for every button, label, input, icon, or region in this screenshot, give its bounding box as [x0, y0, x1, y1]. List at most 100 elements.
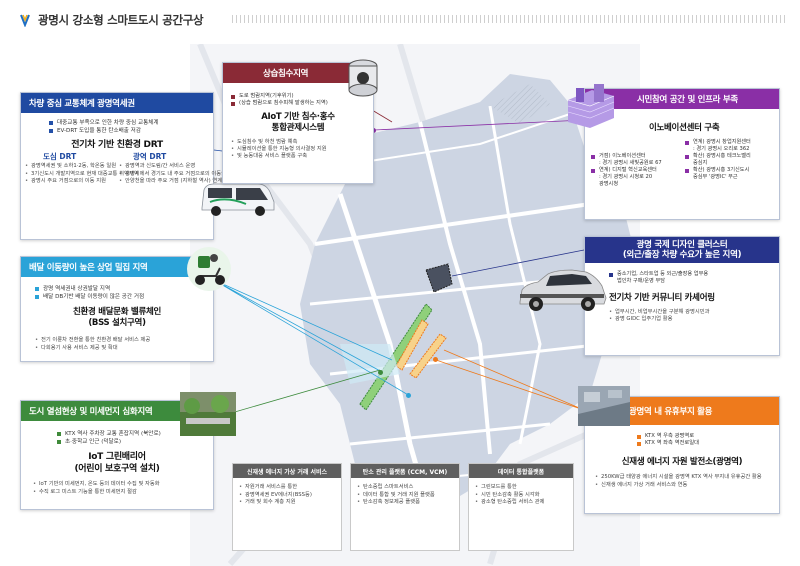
service-item: 광명역세권 EV에너지(BSS등) — [239, 492, 312, 500]
design-title: 전기차 기반 커뮤니티 카셰어링 — [609, 293, 715, 303]
service-item: 자원거래 서비스를 통한 — [239, 484, 312, 492]
flood-bullets: 도로 범람지역(기후위기) (상습 범람으로 침수피해 발생하는 지역) — [231, 93, 328, 107]
service-list: 탄소중립 스마트서비스 데이터 통합 및 거래 지원 플랫폼 탄소감축 정보제공… — [357, 484, 435, 507]
delivery-header: 배달 이동량이 높은 상업 밀집 지역 — [21, 257, 213, 277]
design-cluster-area — [425, 263, 453, 293]
station-title: 신재생 에너지 자원 발전소(광명역) — [621, 457, 743, 467]
service-box-carbon: 탄소 관리 플랫폼 (CCM, VCM) 탄소중립 스마트서비스 데이터 통합 … — [350, 463, 460, 551]
local-drt-item: 광명역세권 및 소하1·2동, 학온동 일원 — [25, 163, 116, 171]
delivery-box: 배달 이동량이 높은 상업 밀집 지역 광명 역세권내 상권발달 지역 배달 D… — [20, 256, 214, 362]
innovation-item: 광명시청 — [599, 181, 619, 187]
station-bullet: KTX 역 우측 광명역로 — [637, 433, 699, 440]
innovation-box: 시민참여 공간 및 인프라 부족 이노베이션센터 구축 거점) 이노베이션센터 … — [584, 88, 780, 220]
station-marker — [433, 357, 438, 362]
innovation-item: 확산) 광명시흥 3기신도시 — [685, 167, 751, 174]
flood-item: 시뮬레이션을 통한 지능형 의사결정 지원 — [231, 146, 327, 153]
design-header: 광명 국제 디자인 클러스터 (외근/출장 차량 수요가 높은 지역) — [585, 237, 779, 263]
service-item: 데이터 통합 및 거래 지원 플랫폼 — [357, 492, 435, 500]
flood-item: 및 능동대응 서비스 플랫폼 구축 — [231, 153, 327, 160]
regional-drt-item: 안양천을 따라 주요 거점 (지하철 역사) 연계 — [119, 178, 222, 186]
innovation-item: 확산) 광명시흥 테크노벨리 — [685, 153, 751, 160]
heat-list: IoT 기반의 미세먼지, 온도 등의 데이터 수집 및 자동화 수직 로그 미… — [33, 481, 160, 496]
design-box: 광명 국제 디자인 클러스터 (외근/출장 차량 수요가 높은 지역) 중소기업… — [584, 236, 780, 356]
station-item: 신재생 에너지 가상 거래 서비스와 연동 — [595, 481, 777, 489]
flood-bullet: (상습 범람으로 침수피해 발생하는 지역) — [231, 100, 328, 107]
service-header: 탄소 관리 플랫폼 (CCM, VCM) — [351, 464, 459, 478]
service-item: 시민 탄소감축 활동 시각화 — [475, 492, 545, 500]
delivery-bullets: 광명 역세권내 상권발달 지역 배달 DB기반 배달 이동량이 많은 공간 거점 — [35, 285, 144, 301]
delivery-marker — [406, 393, 411, 398]
local-drt-item: 광명시 주요 거점으로의 이동 지원 — [25, 178, 111, 186]
city-logo-icon — [20, 14, 30, 27]
service-item: 탄소감축 정보제공 플랫폼 — [357, 499, 435, 507]
traffic-title: 전기차 기반 친환경 DRT — [71, 140, 163, 150]
station-bullets: KTX 역 우측 광명역로 KTX 역 좌측 역전로일대 — [637, 433, 699, 447]
flood-title: AIoT 기반 침수·홍수 통합관제시스템 — [261, 112, 335, 133]
service-list: 그린보드를 통한 시민 탄소감축 활동 시각화 광소형 탄소중립 서비스 관제 — [475, 484, 545, 507]
service-header: 신재생 에너지 가상 거래 서비스 — [233, 464, 341, 478]
heat-item: IoT 기반의 미세먼지, 온도 등의 데이터 수집 및 자동화 — [33, 481, 160, 489]
regional-drt-item: 광명역과 신도림/간 서비스 운영 — [119, 163, 211, 171]
title-divider — [232, 15, 788, 23]
page-title: 광명시 강소형 스마트도시 공간구상 — [38, 13, 204, 27]
service-item: 탄소중립 스마트서비스 — [357, 484, 435, 492]
delivery-item: 전기 이륜차 전환을 통한 친환경 배달 서비스 제공 — [35, 337, 150, 345]
local-drt-title: 도심 DRT — [43, 152, 77, 161]
green-barrier-photo-icon — [180, 392, 236, 436]
local-drt-item: 3기신도시 개발지역으로 현재 대중교통 취약지역 — [25, 171, 139, 179]
regional-drt-item: 광명시에서 경기도 내 주요 거점으로의 이동을 지원 — [119, 171, 237, 179]
heat-header: 도시 열섬현상 및 미세먼지 심화지역 — [21, 401, 213, 421]
innovation-item: 중심지 — [693, 160, 708, 166]
regional-drt-title: 광역 DRT — [133, 152, 167, 161]
traffic-bullet: 대중교통 부족으로 인한 차량 중심 교통체계 — [49, 119, 159, 127]
design-item: 광명 GIDC 입주기업 활용 — [609, 316, 709, 323]
delivery-list: 전기 이륜차 전환을 통한 친환경 배달 서비스 제공 다회용기 사용 서비스 … — [35, 337, 150, 352]
regional-drt-list: 광명역과 신도림/간 서비스 운영 광명시에서 경기도 내 주요 거점으로의 이… — [119, 163, 237, 186]
service-box-data: 데이터 통합플랫폼 그린보드를 통한 시민 탄소감축 활동 시각화 광소형 탄소… — [468, 463, 574, 551]
design-bullet: 중소기업, 스타트업 등 외근/출장용 업무용 — [609, 271, 708, 278]
heat-bullet: 초·중학교 인근 (덕달로) — [57, 438, 161, 446]
traffic-box: 차량 중심 교통체계 광명역세권 대중교통 부족으로 인한 차량 중심 교통체계… — [20, 92, 237, 240]
design-bullets: 중소기업, 스타트업 등 외근/출장용 업무용 법인차 구매/운영 부담 — [609, 271, 708, 285]
flood-bullet: 도로 범람지역(기후위기) — [231, 93, 328, 100]
service-item: 거래 및 회수 계층 지원 — [239, 499, 312, 507]
innovation-item: : 경기 광명시 시청로 20 — [599, 174, 653, 180]
station-bullet: KTX 역 좌측 역전로일대 — [637, 440, 699, 447]
heat-title: IoT 그린배리어 (어린이 보호구역 설치) — [74, 452, 160, 474]
drt-van-icon — [201, 183, 275, 216]
delivery-bullet: 광명 역세권내 상권발달 지역 — [35, 285, 144, 293]
service-box-energy: 신재생 에너지 가상 거래 서비스 자원거래 서비스를 통한 광명역세권 EV에… — [232, 463, 342, 551]
innovation-item: : 경기 광명시 오리로 362 — [693, 146, 750, 152]
traffic-bullets: 대중교통 부족으로 인한 차량 중심 교통체계 EV-DRT 도입을 통한 탄소… — [49, 119, 159, 135]
heat-marker — [378, 370, 383, 375]
flood-header: 상습침수지역 — [223, 63, 373, 83]
service-item: 그린보드를 통한 — [475, 484, 545, 492]
flood-list: 도심침수 및 하천 범람 예측 시뮬레이션을 통한 지능형 의사결정 지원 및 … — [231, 139, 327, 160]
innovation-title: 이노베이션센터 구축 — [649, 123, 720, 133]
local-drt-list: 광명역세권 및 소하1·2동, 학온동 일원 3기신도시 개발지역으로 현재 대… — [25, 163, 139, 186]
innovation-item: 거점) 이노베이션센터 — [591, 153, 662, 160]
innovation-list-1: 거점) 이노베이션센터 : 경기 광명시 새빛공원로 67 연계) 디지털 혁신… — [591, 153, 662, 188]
design-bullet: 법인차 구매/운영 부담 — [617, 278, 665, 284]
traffic-bullet: EV-DRT 도입을 통한 탄소배출 저감 — [49, 127, 159, 135]
station-idle-area-2 — [409, 333, 447, 379]
flood-sensor-icon — [348, 59, 378, 97]
innovation-item: 연계) 광명시 창업지원센터 — [685, 139, 751, 146]
delivery-scooter-icon — [187, 247, 231, 291]
heat-bullet: KTX 역사 주차장 교통 혼잡지역 (북안로) — [57, 430, 161, 438]
innovation-item: 중심부 '광명IC' 부근 — [693, 174, 738, 180]
title-row: 광명시 강소형 스마트도시 공간구상 — [18, 10, 204, 30]
station-list: 250KW급 태양광 에너지 시설을 광명역 KTX 역사 부지내 유휴공간 활… — [595, 473, 777, 489]
service-header: 데이터 통합플랫폼 — [469, 464, 573, 478]
innovation-building-icon — [567, 84, 615, 128]
delivery-title: 친환경 배달문화 밸류체인 (BSS 설치구역) — [72, 307, 162, 328]
station-item: 250KW급 태양광 에너지 시설을 광명역 KTX 역사 부지내 유휴공간 활… — [595, 473, 777, 481]
innovation-item: 연계) 디지털 혁신교육센터 — [591, 167, 662, 174]
heat-item: 수직 로그 미스트 기능을 통한 미세먼지 절감 — [33, 489, 160, 497]
innovation-item: : 경기 광명시 새빛공원로 67 — [599, 160, 662, 166]
innovation-header: 시민참여 공간 및 인프라 부족 — [585, 89, 779, 109]
traffic-header: 차량 중심 교통체계 광명역세권 — [21, 93, 213, 113]
hatched-parcel — [490, 84, 550, 124]
design-item: 업무시간, 비업무시간을 구분해 광명시민과 — [609, 309, 709, 316]
delivery-bullet: 배달 DB기반 배달 이동량이 많은 공간 거점 — [35, 293, 144, 301]
